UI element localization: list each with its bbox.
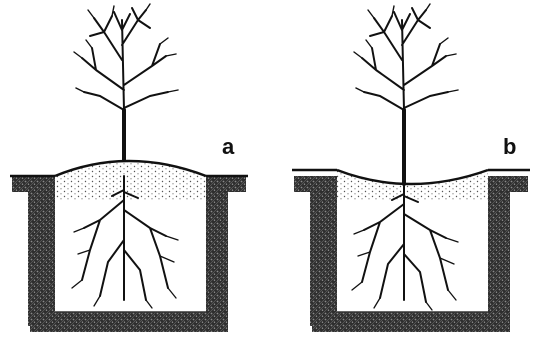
tree-roots-b (352, 184, 458, 310)
pit-wall-right-a (206, 176, 246, 326)
tree-crown-a (74, 4, 178, 110)
pit-wall-left-a (12, 176, 55, 326)
panel-label-a: a (222, 134, 235, 159)
pit-wall-right-b (488, 176, 528, 326)
panel-label-b: b (503, 134, 516, 159)
pit-wall-left-b (294, 176, 337, 326)
pit-floor-a (30, 312, 228, 332)
pit-floor-b (312, 312, 510, 332)
panel-b: b (292, 4, 530, 332)
panel-a: a (10, 4, 248, 332)
tree-crown-b (354, 4, 458, 110)
